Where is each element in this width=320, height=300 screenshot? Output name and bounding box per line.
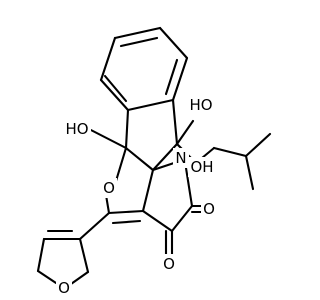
label-n-amide: N [175, 149, 186, 167]
atom-oh-lower: OH [188, 157, 216, 177]
atom-o-ketone-upper: O [201, 199, 217, 219]
label-oh-lower: OH [190, 158, 213, 176]
atom-o-ketone-lower: O [161, 254, 177, 274]
molecule-structure: HO HO N OH O O O O [36, 26, 272, 298]
atom-oh-left: HO [63, 119, 91, 139]
label-o-furan: O [58, 279, 70, 297]
atom-oh-upper-right: HO [187, 95, 215, 115]
atom-o-ring-ether: O [101, 178, 117, 198]
bond-lines [36, 26, 272, 286]
label-o-ketone-upper: O [203, 200, 215, 218]
atom-labels: HO HO N OH O O O O [56, 95, 217, 298]
atom-o-furan: O [56, 279, 72, 298]
label-o-ketone-lower: O [163, 255, 175, 273]
label-o-ring-ether: O [103, 179, 115, 197]
label-oh-left: HO [65, 120, 88, 138]
atom-n-amide: N [173, 148, 189, 168]
label-oh-upper-right: HO [189, 96, 212, 114]
